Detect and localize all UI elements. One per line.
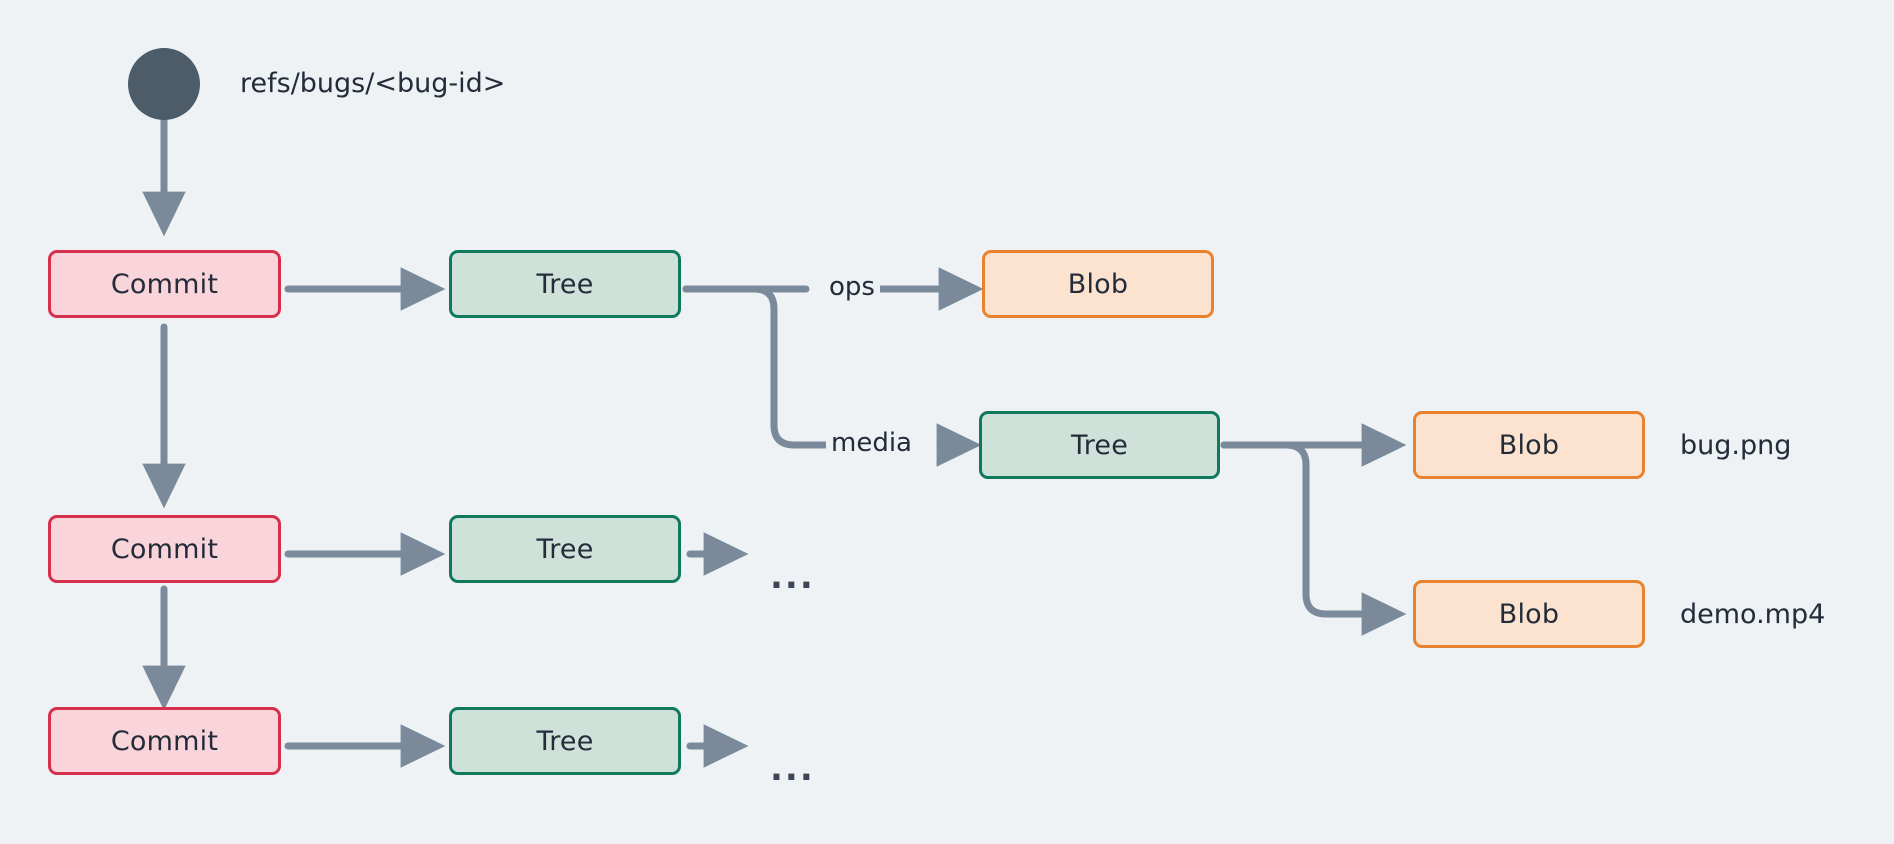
node-blob-bug-png-label: Blob [1498,429,1560,461]
edge-label-ops: ops [824,272,880,302]
file-label-bug-png: bug.png [1680,430,1792,461]
node-blob-bug-png[interactable]: Blob [1413,411,1645,479]
node-commit-1[interactable]: Commit [48,250,281,318]
node-tree-root-label: Tree [536,268,594,300]
node-tree-3[interactable]: Tree [449,707,681,775]
edge-tree-root-to-media [682,285,830,449]
node-tree-media-label: Tree [1070,429,1129,461]
node-tree-2[interactable]: Tree [449,515,681,583]
node-tree-media[interactable]: Tree [979,411,1220,479]
file-label-demo-mp4: demo.mp4 [1680,599,1826,630]
node-blob-ops[interactable]: Blob [982,250,1214,318]
node-tree-2-label: Tree [536,533,594,565]
node-tree-root[interactable]: Tree [449,250,681,318]
node-commit-2-label: Commit [110,533,219,565]
ellipsis-tree-3: ... [770,749,815,789]
node-blob-demo-mp4-label: Blob [1498,598,1560,630]
node-tree-3-label: Tree [536,725,594,757]
edge-tree-media-to-demo-mp4 [1220,441,1407,636]
node-blob-ops-label: Blob [1067,268,1129,300]
ellipsis-tree-2: ... [770,557,815,597]
node-commit-2[interactable]: Commit [48,515,281,583]
node-commit-3-label: Commit [110,725,219,757]
ref-label: refs/bugs/<bug-id> [240,68,506,99]
node-commit-1-label: Commit [110,268,219,300]
node-blob-demo-mp4[interactable]: Blob [1413,580,1645,648]
ref-dot[interactable] [128,48,200,120]
node-commit-3[interactable]: Commit [48,707,281,775]
edge-label-media: media [826,428,917,458]
